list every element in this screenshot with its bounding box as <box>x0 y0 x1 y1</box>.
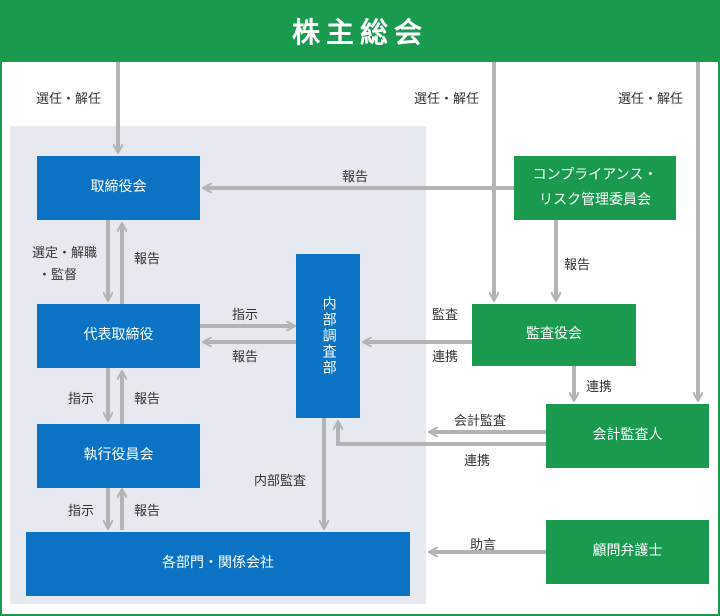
compliance-label-2: リスク管理委員会 <box>539 192 651 208</box>
internal-audit-box: 内部調査部 <box>296 254 360 418</box>
report-compliance-board-label: 報告 <box>342 170 369 185</box>
internal-audit-label-text: 内部監査 <box>254 474 307 489</box>
advice-label: 助言 <box>470 538 497 553</box>
elect-label-3: 選任・解任 <box>618 92 684 107</box>
representative-label: 代表取締役 <box>83 327 154 344</box>
report-exec-rep-label: 報告 <box>134 392 161 407</box>
instruct-rep-audit-label: 指示 <box>232 308 259 323</box>
board-box: 取締役会 <box>37 156 200 220</box>
accounting-auditor-box: 会計監査人 <box>546 404 709 468</box>
accounting-auditor-label: 会計監査人 <box>592 427 663 444</box>
auditors-label: 監査役会 <box>526 326 582 343</box>
report-audit-rep-label: 報告 <box>232 350 259 365</box>
instruct-exec-dept-label: 指示 <box>68 504 95 519</box>
executive-label: 執行役員会 <box>83 447 154 464</box>
departments-box: 各部門・関係会社 <box>26 532 410 596</box>
executive-box: 執行役員会 <box>37 424 200 488</box>
report-rep-board-label: 報告 <box>134 252 161 267</box>
internal-audit-label: 内部調査部 <box>320 296 337 376</box>
audit-label: 監査 <box>432 308 459 323</box>
compliance-box: コンプライアンス・リスク管理委員会 <box>514 156 676 220</box>
departments-label: 各部門・関係会社 <box>162 555 274 572</box>
acct-audit-label: 会計監査 <box>454 414 507 429</box>
report-compliance-auditor-label: 報告 <box>564 258 591 273</box>
board-label: 取締役会 <box>90 179 147 196</box>
compliance-label-1: コンプライアンス・ <box>532 166 658 183</box>
report-dept-exec-label: 報告 <box>134 504 161 519</box>
auditors-box: 監査役会 <box>472 304 636 366</box>
instruct-rep-exec-label: 指示 <box>68 392 95 407</box>
cooperate-auditor-label: 連携 <box>432 350 459 365</box>
advisors-label: 顧問弁護士 <box>592 543 663 560</box>
representative-box: 代表取締役 <box>37 304 200 368</box>
shareholders-meeting: 株主総会 <box>0 0 720 62</box>
advisors-box: 顧問弁護士 <box>546 520 709 584</box>
elect-label-2: 選任・解任 <box>414 92 480 107</box>
select-dismiss-label: 選定・解職 <box>32 246 98 261</box>
cooperate-acct-audit-arrow <box>338 422 546 446</box>
supervise-label: ・監督 <box>38 268 78 283</box>
cooperate-acct-audit-label: 連携 <box>464 454 491 469</box>
elect-label-1: 選任・解任 <box>36 92 102 107</box>
cooperate-acct-label: 連携 <box>586 380 613 395</box>
